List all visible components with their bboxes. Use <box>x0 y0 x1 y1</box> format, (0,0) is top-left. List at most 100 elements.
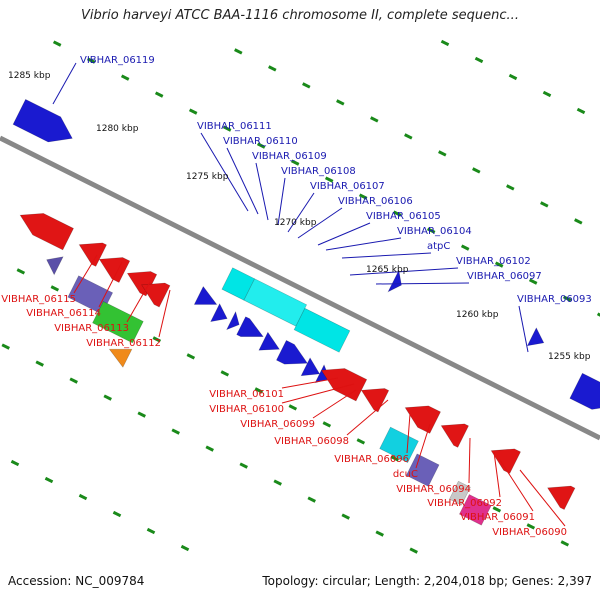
reverse-gene-label: VIBHAR_06113 <box>54 323 129 334</box>
leader-line <box>158 289 171 338</box>
scale-label: 1275 kbp <box>186 172 229 182</box>
reverse-gene-label: VIBHAR_06094 <box>396 484 471 495</box>
gene-feature <box>92 301 144 344</box>
leader-line <box>73 254 98 294</box>
tick-mark <box>69 377 78 384</box>
tick-mark <box>254 387 264 394</box>
leader-line <box>493 451 501 498</box>
forward-gene-label: VIBHAR_06104 <box>397 226 472 237</box>
leader-line <box>519 469 566 527</box>
leader-line <box>375 282 470 285</box>
tick-mark <box>220 370 230 377</box>
forward-gene-label: VIBHAR_06110 <box>223 136 298 147</box>
gene-feature <box>547 485 576 510</box>
leader-line <box>277 177 286 226</box>
tick-mark <box>409 547 418 554</box>
gene-feature <box>360 388 390 413</box>
gene-feature <box>490 448 521 474</box>
tick-mark <box>152 336 162 343</box>
leader-line <box>281 377 339 389</box>
reverse-gene-label: VIBHAR_06098 <box>274 436 349 447</box>
tick-mark <box>35 360 44 367</box>
leader-line <box>255 162 269 221</box>
gene-feature <box>300 357 321 377</box>
tick-mark <box>44 476 54 484</box>
label-leader-lines <box>52 62 566 527</box>
reverse-gene-label: VIBHAR_06090 <box>492 527 567 538</box>
tick-mark <box>78 493 88 501</box>
tick-mark <box>188 108 198 115</box>
gene-feature <box>387 269 402 293</box>
leader-line <box>349 267 459 276</box>
leader-line <box>52 62 77 105</box>
tick-mark <box>528 278 538 285</box>
gene-feature <box>258 331 280 351</box>
tick-mark <box>576 107 586 115</box>
leader-line <box>499 459 534 512</box>
tick-mark <box>358 193 368 200</box>
tick-mark <box>440 39 450 47</box>
leader-line <box>518 305 529 353</box>
gene-feature <box>78 242 107 267</box>
leader-line <box>287 192 315 233</box>
tick-mark <box>341 513 350 520</box>
tick-mark <box>438 150 447 157</box>
tick-mark <box>460 244 470 251</box>
forward-gene-label: atpC <box>427 241 450 252</box>
tick-mark <box>526 523 536 530</box>
gene-feature <box>379 426 419 464</box>
gene-feature <box>569 372 600 410</box>
forward-gene-label: VIBHAR_06102 <box>456 256 531 267</box>
leader-line <box>341 252 432 259</box>
forward-gene-label: VIBHAR_06105 <box>366 211 441 222</box>
tick-mark <box>180 544 190 552</box>
forward-gene-label: VIBHAR_06119 <box>80 55 155 66</box>
tick-mark <box>1 343 10 350</box>
tick-mark <box>506 184 515 191</box>
tick-mark <box>16 268 26 275</box>
reverse-gene-label: VIBHAR_06115 <box>1 294 76 305</box>
tick-mark <box>404 133 413 140</box>
leader-line <box>281 383 355 404</box>
tick-mark <box>239 462 248 469</box>
tick-mark <box>146 527 156 535</box>
tick-mark <box>474 56 484 64</box>
tick-mark <box>494 261 504 268</box>
leader-line <box>126 281 151 323</box>
reverse-gene-label: dcuC <box>393 469 418 480</box>
leader-line <box>98 261 123 308</box>
gene-feature <box>19 213 74 251</box>
leader-line <box>297 207 343 239</box>
forward-gene-label: VIBHAR_06106 <box>338 196 413 207</box>
forward-gene-label: VIBHAR_06108 <box>281 166 356 177</box>
reverse-gene-label: VIBHAR_06101 <box>209 389 284 400</box>
tick-mark <box>273 479 282 486</box>
tick-mark <box>574 218 583 225</box>
reverse-gene-label: VIBHAR_06092 <box>427 498 502 509</box>
gene-feature <box>276 340 308 365</box>
reverse-gene-label: VIBHAR_06100 <box>209 404 284 415</box>
tick-mark <box>370 116 379 123</box>
tick-mark <box>103 394 112 401</box>
tick-mark <box>426 227 436 234</box>
gene-feature <box>243 278 308 327</box>
gene-feature <box>526 327 545 347</box>
gene-feature <box>236 316 264 337</box>
scale-label: 1270 kbp <box>274 218 317 228</box>
leader-line <box>226 147 259 215</box>
scale-label: 1285 kbp <box>8 71 51 81</box>
gene-feature <box>98 257 131 283</box>
reverse-gene-label: VIBHAR_06091 <box>460 512 535 523</box>
tick-mark <box>86 57 96 64</box>
leader-line <box>415 423 431 469</box>
tick-mark <box>137 411 146 418</box>
tick-mark <box>302 82 311 89</box>
scale-label: 1260 kbp <box>456 310 499 320</box>
tick-mark <box>10 459 20 467</box>
map-title: Vibrio harveyi ATCC BAA-1116 chromosome … <box>81 8 519 23</box>
tick-mark <box>596 312 600 317</box>
tick-mark <box>356 438 366 445</box>
tick-mark <box>50 285 60 292</box>
